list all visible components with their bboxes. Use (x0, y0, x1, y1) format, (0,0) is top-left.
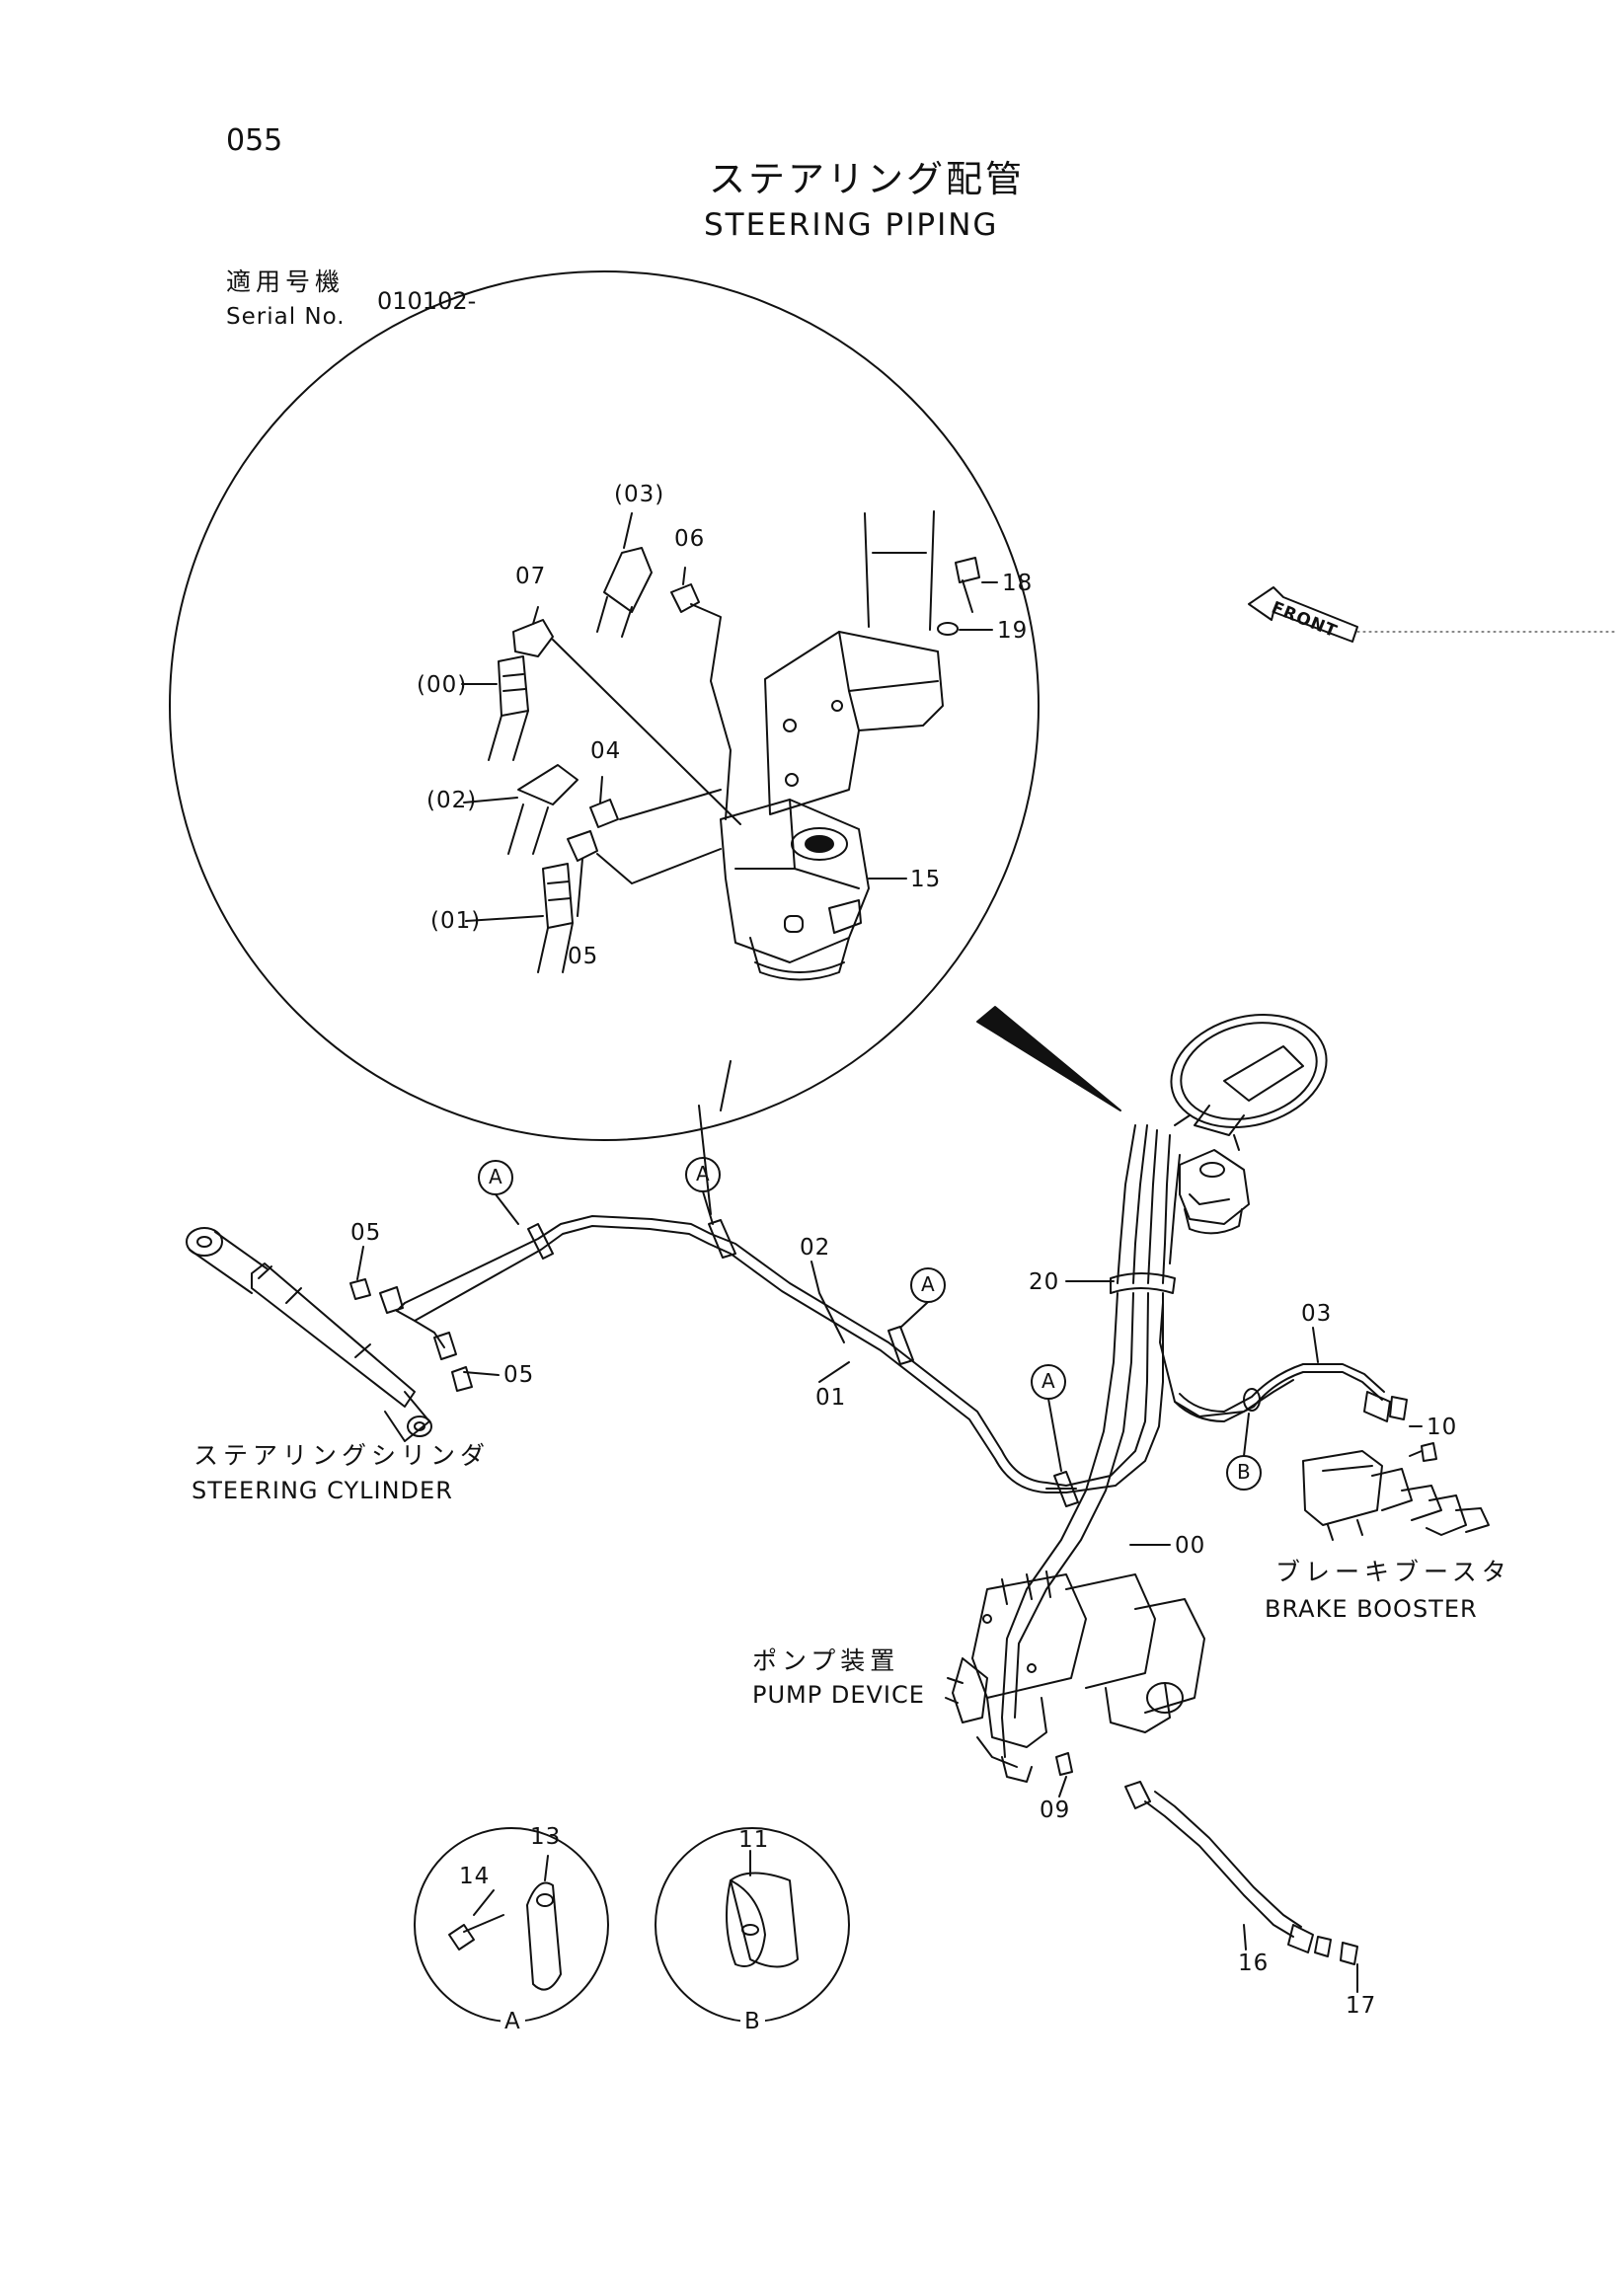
callout-03: 03 (1301, 1301, 1333, 1327)
detail-a-callout-13: 13 (530, 1824, 562, 1850)
callout-01: 01 (815, 1385, 847, 1411)
pump-device-label-en: PUMP DEVICE (752, 1681, 925, 1709)
brake-booster-label-jp: ブレーキブースタ (1275, 1558, 1511, 1586)
steering-cylinder (186, 1227, 432, 1442)
detail-b-callout-11: 11 (738, 1827, 770, 1853)
steering-cylinder-label-jp: ステアリングシリンダ (193, 1441, 491, 1470)
callout-02: 02 (800, 1235, 831, 1261)
callout-00-detail: (00) (417, 672, 468, 698)
callout-18-detail: 18 (1002, 571, 1034, 596)
callout-00: 00 (1175, 1533, 1206, 1559)
callout-03-detail: (03) (614, 482, 665, 507)
brake-booster (1302, 1442, 1490, 1541)
callout-05-upper: 05 (350, 1220, 382, 1246)
callout-05-detail: 05 (568, 944, 599, 969)
callout-05-lower: 05 (503, 1362, 535, 1388)
callout-02-detail: (02) (426, 788, 478, 813)
steering-wheel (1170, 1013, 1328, 1151)
detail-a-callout-14: 14 (459, 1864, 491, 1889)
detail-a-letter: A (501, 2011, 525, 2033)
clamp-marker-b: B (1237, 1460, 1252, 1484)
clamp-marker-a-4: A (1041, 1369, 1056, 1393)
serial-label-en: Serial No. (226, 304, 346, 330)
detail-b-letter: B (740, 2011, 765, 2033)
page-title-en: STEERING PIPING (704, 207, 999, 243)
steering-cylinder-label-en: STEERING CYLINDER (192, 1477, 453, 1504)
detail-pointer (976, 1006, 1121, 1111)
cylinder-fittings (349, 1278, 473, 1392)
callout-17: 17 (1346, 1993, 1377, 2019)
pipes-01-02 (396, 1215, 1077, 1493)
orbitrol-main (1179, 1149, 1250, 1235)
pump-device-label-jp: ポンプ装置 (752, 1646, 900, 1675)
callout-07-detail: 07 (515, 564, 547, 589)
brake-booster-label-en: BRAKE BOOSTER (1265, 1595, 1478, 1623)
detail-a-circle (414, 1827, 609, 2023)
detail-leaders (461, 512, 998, 922)
clamp-markers (478, 1157, 1262, 1491)
clamp-marker-a-1: A (489, 1165, 503, 1188)
detail-circle-large (169, 270, 1040, 1141)
steering-column-detail (698, 510, 944, 1215)
callout-15-detail: 15 (910, 867, 942, 892)
serial-label-jp: 適用号機 (226, 268, 346, 296)
main-leaders (356, 1246, 1423, 1993)
callout-06-detail: 06 (674, 526, 706, 552)
detail-fittings (488, 547, 980, 973)
page-number: 055 (226, 123, 283, 158)
front-arrow (1248, 586, 1615, 643)
pipe-clamps (527, 1219, 1079, 1507)
callout-10: 10 (1427, 1415, 1458, 1440)
page-title-jp: ステアリング配管 (709, 158, 1025, 200)
pipe-03 (1174, 1363, 1408, 1422)
detail-b-circle (655, 1827, 850, 2023)
callout-19-detail: 19 (997, 618, 1029, 644)
callout-01-detail: (01) (430, 908, 482, 934)
callout-04-detail: 04 (590, 738, 622, 764)
orbitrol-unit-detail (720, 799, 870, 981)
clamp-marker-a-2: A (696, 1162, 711, 1186)
hose-16 (1001, 1752, 1358, 1965)
callout-09: 09 (1040, 1798, 1071, 1823)
callout-20: 20 (1029, 1269, 1060, 1295)
clamp-marker-a-3: A (921, 1272, 936, 1296)
callout-16: 16 (1238, 1951, 1270, 1976)
pump-device (945, 1570, 1205, 1768)
